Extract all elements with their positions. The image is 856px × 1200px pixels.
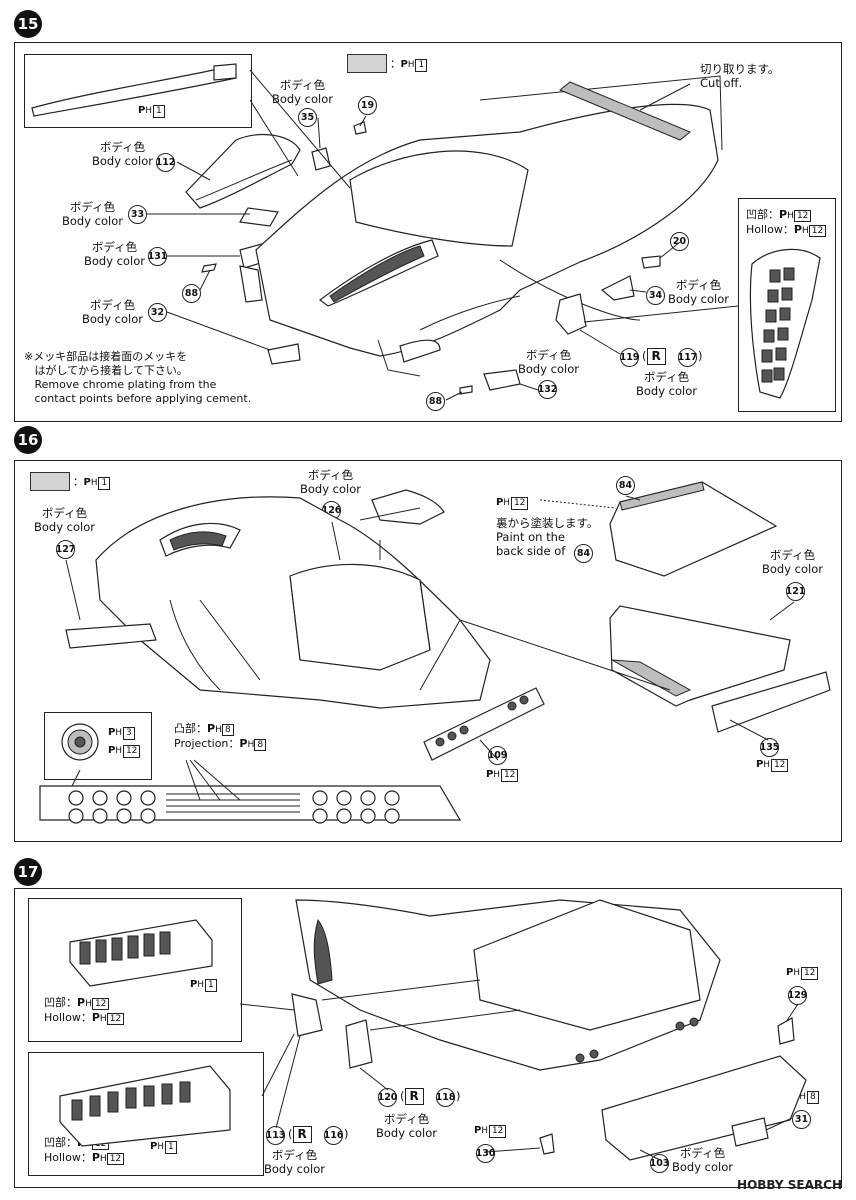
part-number-121: 121 bbox=[786, 582, 805, 601]
part-number-32: 32 bbox=[148, 303, 167, 322]
part-number-31: 31 bbox=[792, 1110, 811, 1129]
r-symbol-15: (R bbox=[642, 348, 666, 365]
chrome-note: ※メッキ部品は接着面のメッキを はがしてから接着して下さい。 Remove ch… bbox=[24, 350, 252, 405]
r-close-15: ) bbox=[698, 349, 703, 363]
part-number-127: 127 bbox=[56, 540, 75, 559]
part-number-84-ref: 84 bbox=[574, 544, 593, 563]
paint-swatch-icon-16 bbox=[30, 472, 70, 491]
r-symbol-17b: (R bbox=[288, 1126, 312, 1143]
part-number-35: 35 bbox=[298, 108, 317, 127]
part-number-135: 135 bbox=[760, 738, 779, 757]
part-number-84: 84 bbox=[616, 476, 635, 495]
part-number-129: 129 bbox=[788, 986, 807, 1005]
part-number-19: 19 bbox=[358, 96, 377, 115]
part-number-103: 103 bbox=[650, 1154, 669, 1173]
step-17-badge: 17 bbox=[14, 858, 42, 886]
part-number-116: 116 bbox=[324, 1126, 343, 1145]
label-cut-off: 切り取ります。Cut off. bbox=[700, 62, 780, 90]
r-symbol-17a: (R bbox=[400, 1088, 424, 1105]
paint-swatch-icon bbox=[347, 54, 387, 73]
part-number-131: 131 bbox=[148, 247, 167, 266]
step-16-badge: 16 bbox=[14, 426, 42, 454]
part-number-113: 113 bbox=[266, 1126, 285, 1145]
part-number-33: 33 bbox=[128, 205, 147, 224]
part-number-88-a: 88 bbox=[182, 284, 201, 303]
hobby-search-logo: HOBBY SEARCH bbox=[737, 1178, 842, 1192]
part-number-112: 112 bbox=[156, 153, 175, 172]
part-number-130: 130 bbox=[476, 1144, 495, 1163]
part-number-119: 119 bbox=[620, 348, 639, 367]
part-number-117: 117 bbox=[678, 348, 697, 367]
part-number-120: 120 bbox=[378, 1088, 397, 1107]
r-close-17a: ) bbox=[456, 1089, 461, 1103]
r-close-17b: ) bbox=[344, 1127, 349, 1141]
part-number-34: 34 bbox=[646, 286, 665, 305]
part-number-118: 118 bbox=[436, 1088, 455, 1107]
part-number-88-b: 88 bbox=[426, 392, 445, 411]
part-number-109: 109 bbox=[488, 746, 507, 765]
step-15-badge: 15 bbox=[14, 10, 42, 38]
part-number-132: 132 bbox=[538, 380, 557, 399]
